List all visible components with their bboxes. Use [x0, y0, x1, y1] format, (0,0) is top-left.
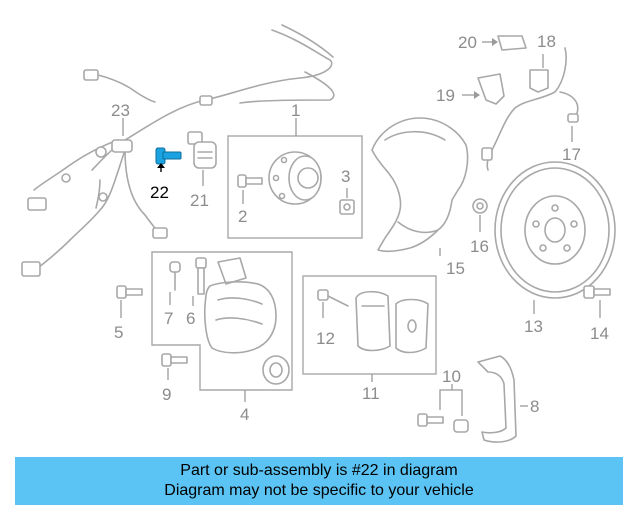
bolt-2[interactable]	[237, 174, 263, 188]
brake-rotor-13[interactable]	[494, 161, 616, 299]
brake-caliper[interactable]	[203, 257, 277, 354]
bolt-5[interactable]	[116, 285, 143, 299]
callout-13: 13	[524, 317, 543, 336]
bolt-16[interactable]	[472, 198, 488, 214]
brake-pads-box	[302, 275, 437, 375]
sensor-21[interactable]	[187, 131, 217, 169]
caption-line-2: Diagram may not be specific to your vehi…	[164, 482, 474, 499]
caliper-group-box	[151, 251, 293, 391]
caliper-clip-8[interactable]	[477, 355, 517, 443]
callout-23: 23	[111, 101, 130, 120]
wear-sensor-12[interactable]	[317, 289, 349, 307]
parts-diagram: 23 22 21 1 2 3 15	[21, 24, 616, 443]
clip-20[interactable]	[497, 35, 527, 51]
callout-14: 14	[590, 324, 609, 343]
callout-6: 6	[186, 309, 195, 328]
callout-5: 5	[114, 323, 123, 342]
callout-3: 3	[341, 167, 350, 186]
bolt-14[interactable]	[583, 285, 611, 299]
brake-pad-inner[interactable]	[355, 290, 391, 352]
caption-banner: Part or sub-assembly is #22 in diagram D…	[15, 457, 623, 505]
caption-line-1: Part or sub-assembly is #22 in diagram	[180, 462, 458, 479]
callout-22: 22	[150, 183, 169, 202]
callout-7: 7	[164, 309, 173, 328]
callout-1: 1	[291, 101, 300, 120]
bolt-9[interactable]	[161, 353, 188, 367]
callout-21: 21	[190, 191, 209, 210]
callout-20: 20	[458, 33, 477, 52]
bleeder-7[interactable]	[169, 261, 181, 291]
callout-10: 10	[442, 367, 461, 386]
bolt-22-highlighted[interactable]	[155, 147, 182, 165]
callout-9: 9	[162, 385, 171, 404]
callout-12: 12	[316, 329, 335, 348]
sensor-wire-17[interactable]	[481, 47, 579, 171]
callout-17: 17	[562, 145, 581, 164]
callout-8: 8	[530, 397, 539, 416]
callout-15: 15	[446, 259, 465, 278]
wheel-hub-1[interactable]	[268, 151, 322, 205]
callout-4: 4	[240, 405, 249, 424]
callout-19: 19	[436, 86, 455, 105]
wiring-harness[interactable]	[21, 24, 335, 277]
nut-3[interactable]	[339, 199, 355, 215]
callout-11: 11	[362, 384, 380, 403]
callout-2: 2	[238, 207, 247, 226]
callout-18: 18	[537, 32, 556, 51]
splash-shield-15[interactable]	[371, 117, 469, 253]
piston-seal[interactable]	[262, 355, 290, 385]
brake-pad-outer[interactable]	[395, 298, 429, 354]
bracket-19[interactable]	[477, 73, 505, 105]
hardware-10-bolt[interactable]	[417, 413, 444, 427]
bolt-6[interactable]	[195, 257, 207, 295]
callout-16: 16	[470, 237, 489, 256]
hub-group-box	[227, 135, 363, 239]
hardware-10-bushing[interactable]	[453, 419, 469, 433]
clip-18[interactable]	[529, 69, 549, 93]
